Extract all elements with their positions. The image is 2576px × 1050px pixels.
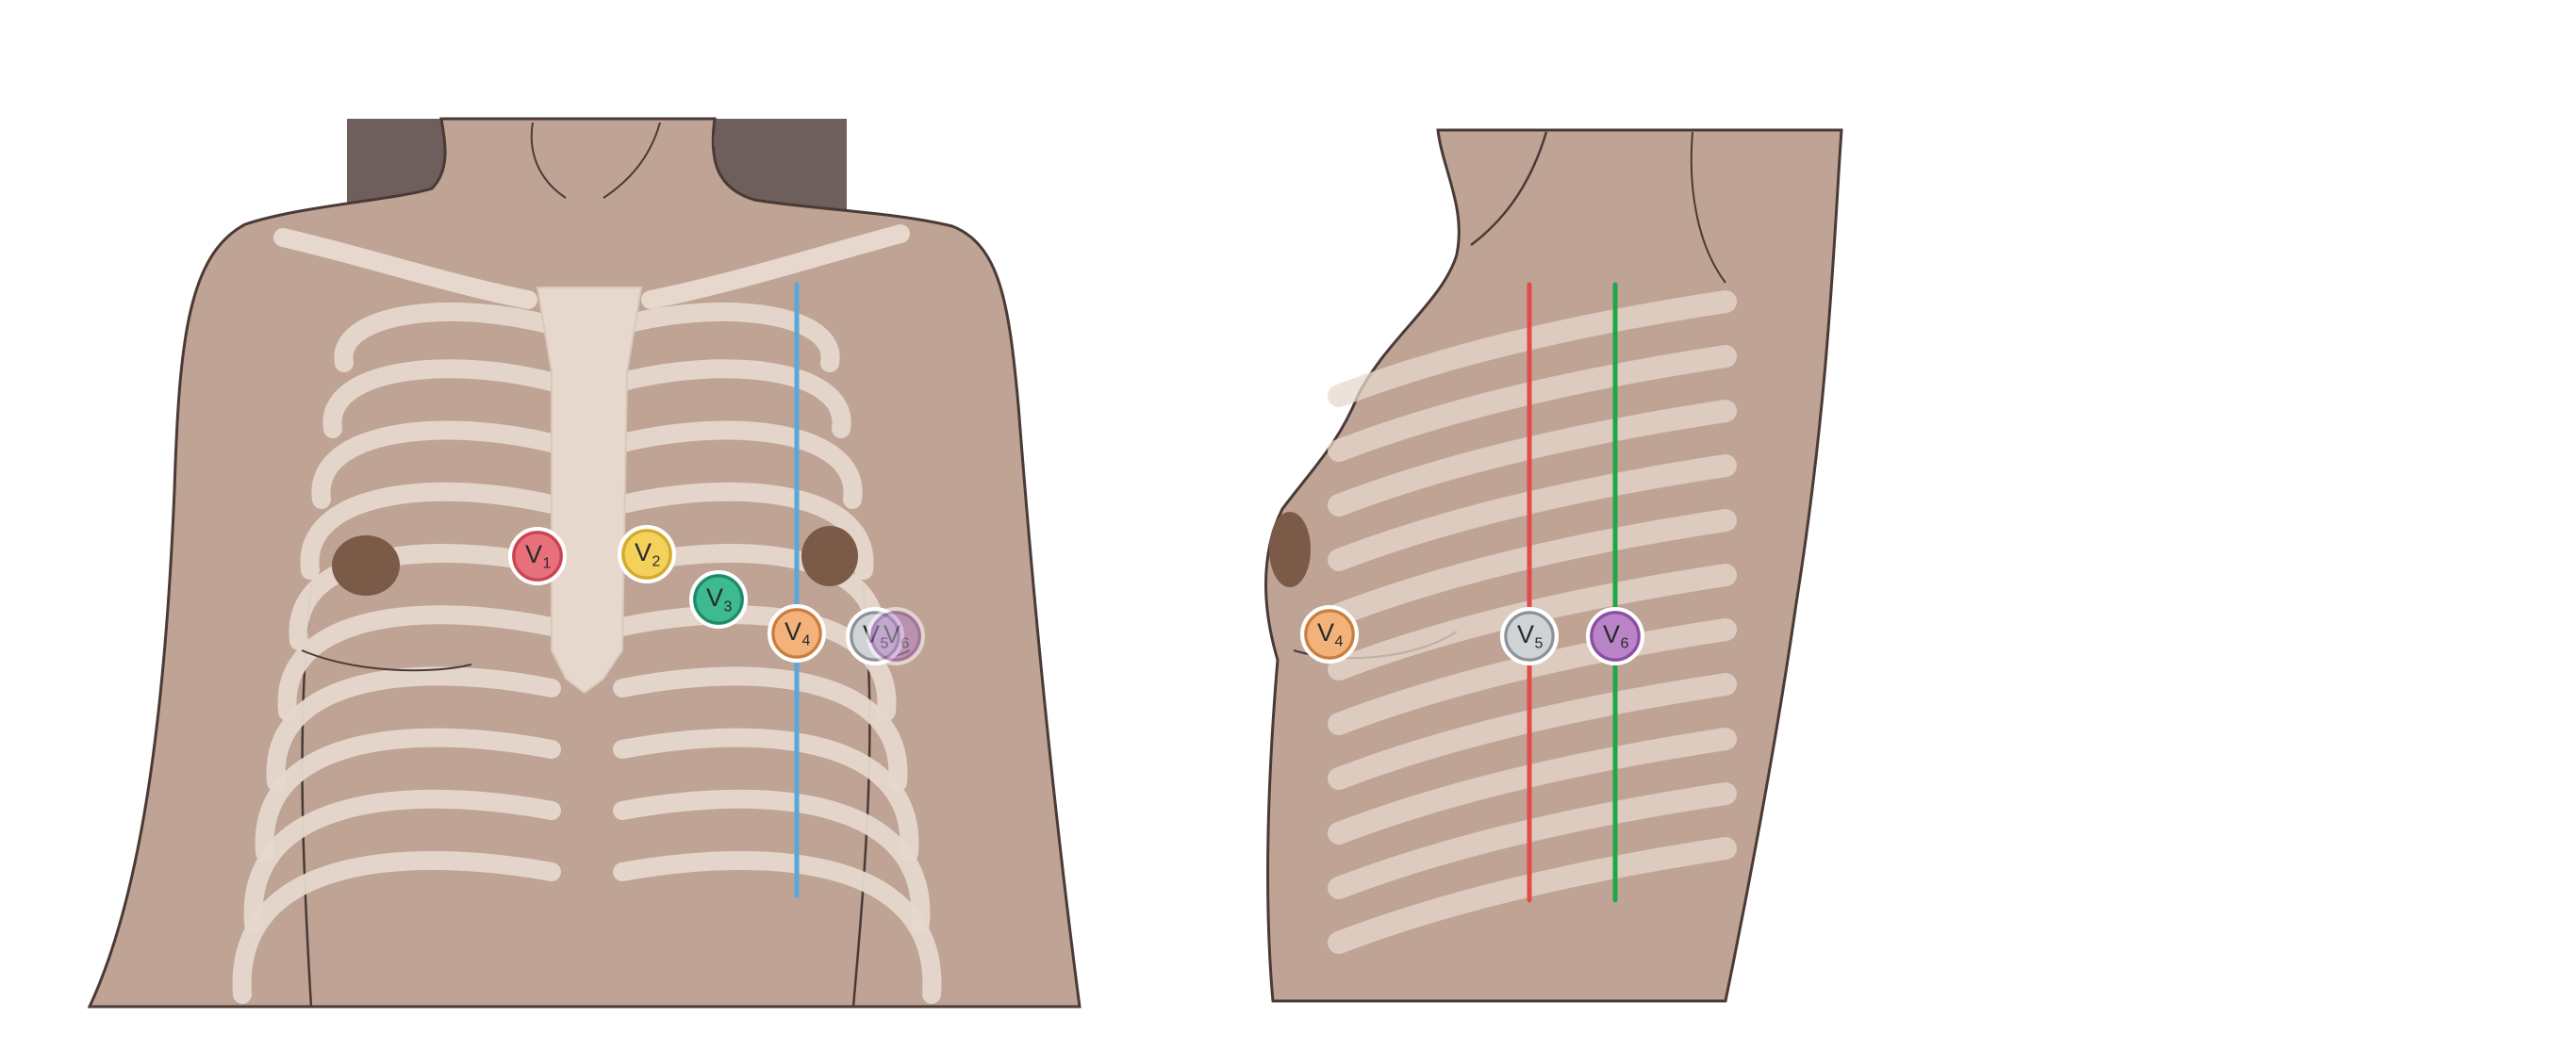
back-contour <box>1690 131 1726 284</box>
electrode-ring <box>693 574 744 625</box>
areola-right <box>801 526 858 586</box>
front-view: V1V2V3V4V5V6 <box>87 117 1082 1009</box>
electrode-circle <box>1500 607 1559 665</box>
side-rib <box>1328 345 1737 462</box>
clavicle-left <box>273 228 537 309</box>
rib-right <box>613 420 863 509</box>
neck-line-right <box>603 122 661 199</box>
side-torso <box>1264 128 1843 1003</box>
electrode-ring <box>771 608 822 659</box>
areola-left <box>332 535 400 596</box>
electrode-subscript: 6 <box>901 636 910 652</box>
electrode-circle <box>618 525 676 583</box>
rib-right <box>613 359 851 438</box>
rib-right <box>613 302 840 372</box>
electrode-label: V <box>1603 620 1620 648</box>
electrode-ring <box>1304 609 1355 660</box>
front-leads: V1V2V3V4V5V6 <box>508 525 925 665</box>
rib-right <box>613 482 874 580</box>
electrode-circle <box>1586 607 1644 665</box>
electrode-label: V <box>784 617 801 646</box>
rib-left <box>322 359 561 438</box>
rib-left <box>334 302 561 372</box>
electrode-subscript: 2 <box>652 554 661 570</box>
side-rib <box>1328 290 1737 407</box>
arm-contour <box>1470 131 1548 246</box>
electrode-label: V <box>1517 620 1534 648</box>
side-ribcage <box>1328 290 1737 954</box>
rib-left <box>255 728 561 862</box>
side-rib <box>1328 400 1737 517</box>
clavicle-right <box>641 224 910 309</box>
rib-left <box>232 851 561 1004</box>
electrode-ring <box>512 531 563 582</box>
rib-left <box>300 482 561 580</box>
electrode-circle <box>508 527 567 585</box>
electrode-subscript: 4 <box>802 633 811 649</box>
rib-left <box>243 789 561 933</box>
electrode-ring <box>1504 611 1555 662</box>
side-rib <box>1328 618 1737 735</box>
rib-right <box>613 789 931 933</box>
electrode-circle <box>1300 605 1359 664</box>
electrode-ring <box>621 529 672 580</box>
electrode-label: V <box>706 583 723 612</box>
electrode-subscript: 1 <box>543 556 552 572</box>
electrode-circle <box>689 570 748 629</box>
electrode-label: V <box>635 538 652 566</box>
side-areola <box>1269 512 1311 587</box>
electrode-subscript: 6 <box>1621 636 1629 652</box>
electrode-subscript: 3 <box>724 599 733 615</box>
neck-line-left <box>530 122 567 199</box>
rib-right <box>613 851 942 1004</box>
breast-contour-left <box>301 649 472 672</box>
electrode-ring <box>1590 611 1641 662</box>
side-rib <box>1328 782 1737 899</box>
side-rib <box>1328 837 1737 954</box>
side-rib <box>1328 454 1737 571</box>
electrode-circle <box>867 607 925 665</box>
side-rib <box>1328 509 1737 626</box>
rib-right <box>613 728 919 862</box>
electrode-circle <box>768 604 826 663</box>
side-rib <box>1328 673 1737 790</box>
electrode-label: V <box>883 620 900 648</box>
rib-left <box>311 420 561 509</box>
side-rib <box>1328 728 1737 845</box>
electrode-label: V <box>1317 618 1334 647</box>
electrode-subscript: 5 <box>1535 636 1544 652</box>
electrode-label: V <box>525 540 542 568</box>
rib-right <box>613 666 908 792</box>
sternum <box>536 287 643 695</box>
electrode-ring <box>870 611 921 662</box>
rib-left <box>277 605 561 721</box>
electrode-subscript: 4 <box>1335 634 1344 650</box>
rib-left <box>266 666 561 792</box>
